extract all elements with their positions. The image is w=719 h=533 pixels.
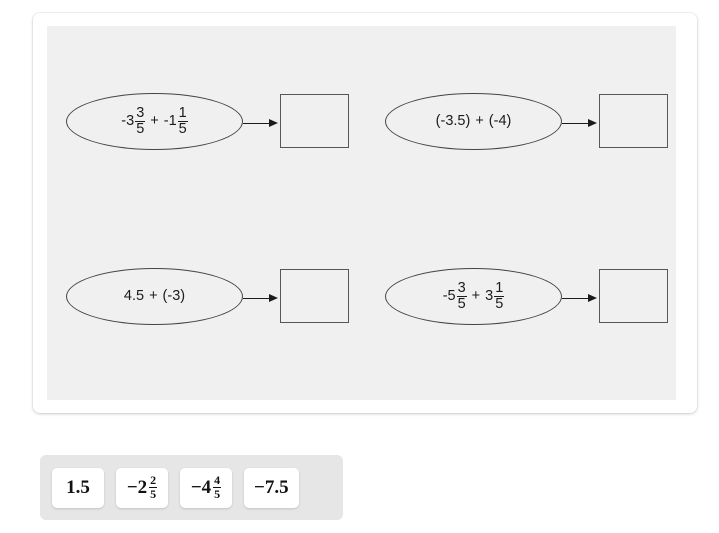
problem-row: -3 3 5 + -1 1 5 (66, 93, 366, 163)
whole-part: -5 (442, 288, 456, 305)
answer-tile-content: 1.5 (66, 478, 90, 497)
numerator: 2 (150, 473, 157, 488)
expression-bubble: -3 3 5 + -1 1 5 (66, 93, 243, 150)
expression-bubble: -5 3 5 + 3 1 5 (385, 268, 562, 325)
whole-part: -3 (121, 113, 135, 130)
numerator: 4 (214, 473, 221, 488)
arrow-head (269, 294, 278, 302)
fraction: 2 5 (149, 473, 158, 501)
answer-tile[interactable]: −4 4 5 (180, 467, 232, 508)
numerator: 1 (495, 280, 504, 297)
mixed-number: -3 3 5 (121, 105, 146, 137)
denominator: 5 (456, 296, 467, 312)
arrow-shaft (562, 123, 590, 125)
operator-symbol: + (149, 288, 158, 305)
answer-drop-box[interactable] (280, 269, 349, 323)
arrow-right-icon (562, 294, 598, 303)
term-text: 4.5 (123, 288, 145, 305)
answer-drop-box[interactable] (599, 269, 668, 323)
arrow-shaft (562, 298, 590, 300)
whole-part: -1 (163, 113, 177, 130)
answer-tile[interactable]: −2 2 5 (116, 467, 168, 508)
answer-tile-content: −7.5 (254, 478, 289, 497)
fraction: 4 5 (213, 473, 222, 501)
numerator: 3 (457, 280, 466, 297)
problem-panel: -3 3 5 + -1 1 5 (47, 26, 676, 400)
arrow-head (588, 119, 597, 127)
problem-row: 4.5 + (-3) (66, 268, 366, 338)
answer-tile-content: −2 2 5 (126, 473, 158, 501)
tile-whole-part: −2 (126, 477, 148, 498)
answer-tile[interactable]: 1.5 (52, 467, 104, 508)
fraction: 1 5 (177, 105, 188, 137)
term-text: (-3.5) (435, 113, 471, 130)
denominator: 5 (177, 121, 188, 137)
arrow-right-icon (243, 294, 279, 303)
expression-text: 4.5 + (-3) (124, 289, 185, 304)
denominator: 5 (213, 487, 222, 501)
exercise-card: -3 3 5 + -1 1 5 (33, 13, 697, 413)
answer-drop-box[interactable] (599, 94, 668, 148)
mixed-number: -5 3 5 (443, 281, 467, 312)
operator-symbol: + (471, 288, 481, 305)
answer-tile-content: −4 4 5 (190, 473, 222, 501)
mixed-number: 3 1 5 (485, 280, 505, 312)
denominator: 5 (494, 296, 505, 312)
problem-row: (-3.5) + (-4) (385, 93, 685, 163)
operator-symbol: + (150, 113, 159, 130)
denominator: 5 (135, 121, 146, 137)
fraction: 1 5 (494, 280, 505, 312)
expression-text: (-3.5) + (-4) (436, 114, 512, 129)
fraction: 3 5 (456, 280, 467, 312)
tile-whole-part: −4 (190, 477, 212, 498)
arrow-head (588, 294, 597, 302)
fraction: 3 5 (135, 105, 146, 137)
expression-bubble: (-3.5) + (-4) (385, 93, 562, 150)
arrow-right-icon (562, 119, 598, 128)
arrow-right-icon (243, 119, 279, 128)
mixed-number: -1 1 5 (164, 106, 188, 137)
arrow-shaft (243, 298, 271, 300)
term-text: (-3) (162, 288, 186, 305)
problem-row: -5 3 5 + 3 1 5 (385, 268, 685, 338)
term-text: (-4) (488, 113, 512, 130)
answer-tile[interactable]: −7.5 (244, 467, 299, 508)
expression-text: -5 3 5 + 3 1 5 (443, 281, 505, 312)
whole-part: 3 (485, 288, 494, 305)
answer-bank: 1.5 −2 2 5 −4 4 5 −7.5 (40, 455, 343, 520)
denominator: 5 (149, 487, 158, 501)
expression-text: -3 3 5 + -1 1 5 (121, 105, 188, 137)
arrow-head (269, 119, 278, 127)
tile-whole-part: −7.5 (254, 477, 289, 498)
numerator: 1 (178, 105, 187, 122)
tile-whole-part: 1.5 (66, 477, 90, 498)
expression-bubble: 4.5 + (-3) (66, 268, 243, 325)
operator-symbol: + (475, 113, 484, 130)
arrow-shaft (243, 123, 271, 125)
numerator: 3 (136, 105, 145, 122)
answer-drop-box[interactable] (280, 94, 349, 148)
